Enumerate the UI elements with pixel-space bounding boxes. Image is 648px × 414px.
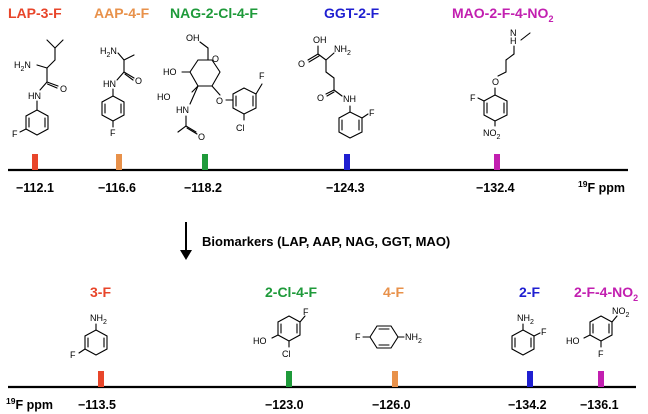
- probe-label-aap-4-f: AAP-4-F: [94, 5, 150, 21]
- atom-label: O: [198, 132, 205, 142]
- bottom-peak-3-f: [98, 371, 104, 387]
- structure-2-chloro-4-fluorophenol: F HO Cl: [253, 307, 309, 359]
- top-axis-unit: 19F ppm: [578, 179, 625, 195]
- bottom-shift-4-f: −126.0: [372, 398, 411, 412]
- bottom-shift-3-f: −113.5: [78, 398, 116, 412]
- atom-label: H: [510, 36, 517, 46]
- probe-label-lap-3-f: LAP-3-F: [8, 5, 62, 21]
- atom-label: HO: [163, 67, 177, 77]
- atom-label: F: [541, 327, 547, 337]
- atom-label: H2N: [100, 46, 117, 59]
- atom-label: HO: [253, 336, 267, 346]
- atom-label: OH: [186, 33, 200, 43]
- atom-label: F: [259, 71, 265, 81]
- structure-mao-2-f-4-no2: H N O F NO2: [470, 28, 531, 141]
- atom-label: N: [510, 28, 517, 38]
- bottom-panel: 3-F 2-Cl-4-F 4-F 2-F 2-F-4-NO2 NH2 F F H…: [6, 284, 638, 412]
- atom-label: NH: [343, 94, 356, 104]
- atom-label: F: [355, 332, 361, 342]
- top-shift-mao-2-f-4-no2: −132.4: [476, 181, 515, 195]
- top-peak-mao-2-f-4-no2: [494, 154, 500, 170]
- probe-label-ggt-2-f: GGT-2-F: [324, 5, 380, 21]
- product-label-2-cl-4-f: 2-Cl-4-F: [265, 284, 318, 300]
- product-label-2-f: 2-F: [519, 284, 540, 300]
- structure-aap-4-f: H2N O HN F: [100, 46, 142, 138]
- atom-label: NH2: [517, 313, 534, 326]
- atom-label: H2N: [14, 60, 31, 73]
- atom-label: F: [70, 350, 76, 360]
- structure-3-fluoroaniline: NH2 F: [70, 313, 108, 360]
- atom-label: NH2: [405, 332, 422, 345]
- down-arrow-icon: [180, 250, 192, 260]
- atom-label: HN: [176, 105, 189, 115]
- structure-2-fluoro-4-nitrophenol: NO2 HO F: [566, 306, 630, 359]
- bottom-peak-4-f: [392, 371, 398, 387]
- product-label-2-f-4-no2: 2-F-4-NO2: [574, 284, 638, 303]
- structure-2-fluoroaniline: NH2 F: [511, 313, 547, 356]
- top-shift-ggt-2-f: −124.3: [326, 181, 365, 195]
- bottom-peak-2-f: [527, 371, 533, 387]
- reaction-arrow: Biomarkers (LAP, AAP, NAG, GGT, MAO): [180, 222, 450, 260]
- structure-nag-2-cl-4-f: OH O HO HO O HN O F Cl: [157, 33, 265, 142]
- atom-label: F: [303, 307, 309, 317]
- atom-label: NO2: [483, 128, 501, 141]
- top-peak-aap-4-f: [116, 154, 122, 170]
- top-panel: LAP-3-F AAP-4-F NAG-2-Cl-4-F GGT-2-F MAO…: [8, 5, 628, 195]
- product-label-3-f: 3-F: [90, 284, 111, 300]
- atom-label: Cl: [282, 349, 291, 359]
- biomarkers-label: Biomarkers (LAP, AAP, NAG, GGT, MAO): [202, 234, 450, 249]
- atom-label: HO: [157, 92, 171, 102]
- bottom-shift-2-f: −134.2: [508, 398, 547, 412]
- probe-label-nag-2-cl-4-f: NAG-2-Cl-4-F: [170, 5, 258, 21]
- atom-label: F: [12, 129, 18, 139]
- product-label-4-f: 4-F: [383, 284, 404, 300]
- atom-label: NO2: [612, 306, 630, 319]
- atom-label: O: [298, 59, 305, 69]
- structure-ggt-2-f: OH O NH2 O NH F: [298, 35, 375, 139]
- atom-label: OH: [313, 35, 327, 45]
- structure-4-fluoroaniline: F NH2: [355, 325, 422, 349]
- atom-label: F: [369, 108, 375, 118]
- atom-label: F: [470, 93, 476, 103]
- atom-label: O: [216, 96, 223, 106]
- probe-label-mao-2-f-4-no2: MAO-2-F-4-NO2: [452, 5, 553, 24]
- bottom-peak-2-f-4-no2: [598, 371, 604, 387]
- bottom-shift-2-cl-4-f: −123.0: [265, 398, 304, 412]
- atom-label: HN: [103, 79, 116, 89]
- top-peak-lap-3-f: [32, 154, 38, 170]
- atom-label: O: [317, 93, 324, 103]
- atom-label: HO: [566, 336, 580, 346]
- atom-label: HN: [28, 91, 41, 101]
- bottom-peak-2-cl-4-f: [286, 371, 292, 387]
- atom-label: NH2: [90, 313, 107, 326]
- atom-label: O: [135, 76, 142, 86]
- top-shift-nag-2-cl-4-f: −118.2: [184, 181, 222, 195]
- bottom-axis-unit: 19F ppm: [6, 396, 53, 412]
- top-peak-nag-2-cl-4-f: [202, 154, 208, 170]
- top-shift-aap-4-f: −116.6: [98, 181, 136, 195]
- atom-label: F: [110, 128, 116, 138]
- atom-label: O: [60, 84, 67, 94]
- bottom-shift-2-f-4-no2: −136.1: [580, 398, 619, 412]
- atom-label: Cl: [236, 123, 245, 133]
- atom-label: O: [212, 54, 219, 64]
- structure-lap-3-f: H2N O HN F: [12, 39, 67, 139]
- atom-label: O: [492, 77, 499, 87]
- top-peak-ggt-2-f: [344, 154, 350, 170]
- atom-label: NH2: [334, 44, 351, 57]
- top-shift-lap-3-f: −112.1: [16, 181, 54, 195]
- atom-label: F: [598, 349, 604, 359]
